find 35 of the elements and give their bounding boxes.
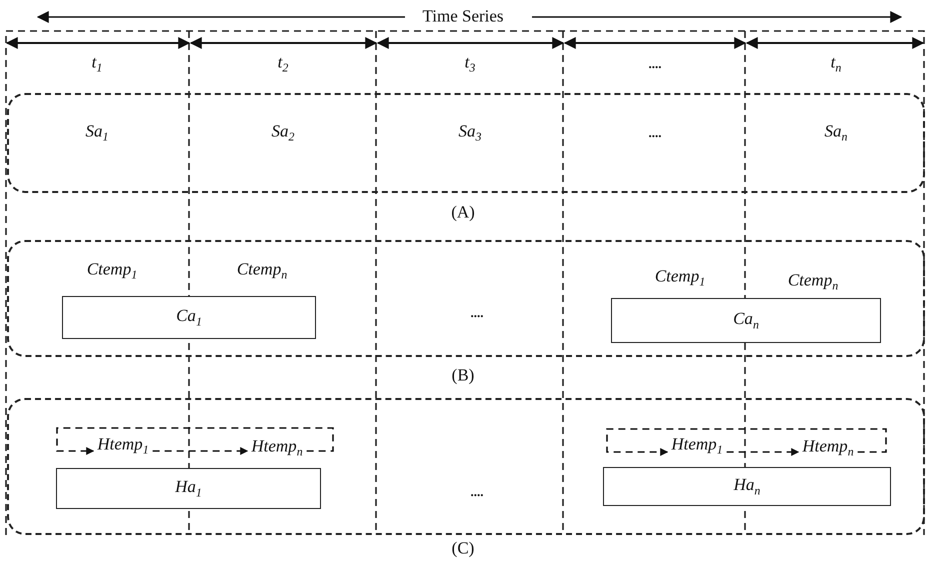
process-box: Ca$_{n}$ <box>611 298 881 343</box>
time-step-label: t$_{1}$ <box>92 53 102 75</box>
ellipsis: .... <box>648 56 662 72</box>
dashed-panel <box>7 398 925 535</box>
process-box: Ca$_{1}$ <box>62 296 316 339</box>
axis-label: Time Series <box>422 8 504 26</box>
temperature-label: Ctemp$_{1}$ <box>86 260 138 282</box>
ellipsis: .... <box>648 126 662 140</box>
sensor-data-label: Sa$_{2}$ <box>272 122 294 144</box>
temperature-label: Ctemp$_{1}$ <box>654 267 706 289</box>
arrow <box>726 448 800 456</box>
dashed-panel <box>7 240 925 357</box>
sensor-data-label: Sa$_{1}$ <box>86 122 108 144</box>
arrow <box>152 447 248 455</box>
ellipsis: .... <box>470 484 484 500</box>
time-step-label: t$_{2}$ <box>278 53 288 75</box>
arrow <box>56 427 334 455</box>
temperature-label: Ctemp$_{n}$ <box>236 260 288 282</box>
sensor-data-label: Sa$_{n}$ <box>824 122 848 144</box>
arrow <box>606 428 887 456</box>
panel-label: (C) <box>452 540 474 558</box>
time-step-label: t$_{n}$ <box>830 53 842 75</box>
ellipsis: .... <box>470 306 484 320</box>
sensor-data-label: Sa$_{3}$ <box>458 122 482 144</box>
time-step-label: t$_{3}$ <box>464 53 476 75</box>
process-box: Ha$_{n}$ <box>603 467 891 506</box>
temperature-label: Htemp$_{n}$ <box>251 437 303 459</box>
temperature-label: Htemp$_{n}$ <box>802 437 854 459</box>
dashed-panel <box>7 93 925 193</box>
temperature-label: Htemp$_{1}$ <box>97 435 149 457</box>
temperature-label: Htemp$_{1}$ <box>671 435 723 457</box>
process-box: Ha$_{1}$ <box>56 468 321 509</box>
temperature-label: Ctemp$_{n}$ <box>788 271 838 293</box>
panel-label: (B) <box>452 366 474 386</box>
panel-label: (A) <box>451 204 475 222</box>
